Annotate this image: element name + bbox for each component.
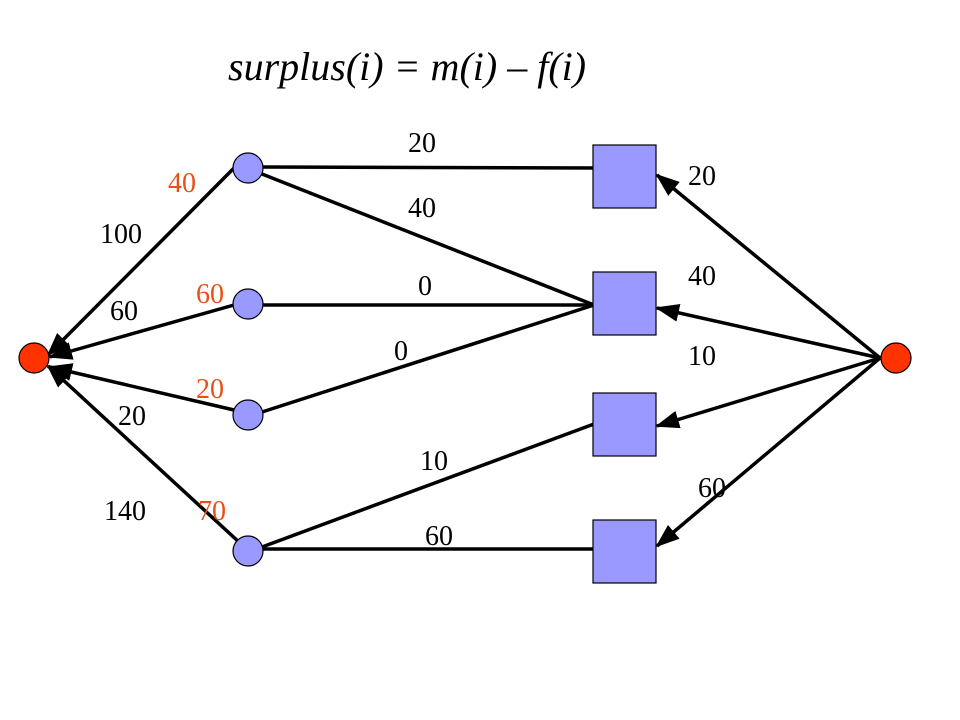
surplus-label-c4: 70: [198, 496, 226, 527]
surplus-label-c2: 60: [196, 279, 224, 310]
edge-c3-to-sink: [48, 363, 235, 412]
edge-c1-to-sink: [46, 164, 238, 357]
edge-c1-to-s2: [261, 172, 595, 307]
label-c4-sink: 140: [104, 496, 146, 527]
label-src-s3: 10: [688, 341, 716, 372]
left-node-4[interactable]: [232, 535, 264, 567]
label-c2-sink: 60: [110, 296, 138, 327]
label-src-s4: 60: [698, 473, 726, 504]
left-node-3[interactable]: [232, 399, 264, 431]
label-c4-s4: 60: [425, 521, 453, 552]
right-node-2[interactable]: [592, 271, 657, 336]
edge-src-to-s4: [655, 356, 882, 548]
label-src-s2: 40: [688, 261, 716, 292]
label-c2-s2: 0: [418, 271, 432, 302]
label-c3-sink: 20: [118, 401, 146, 432]
edge-src-to-s3: [655, 356, 881, 429]
right-node-3[interactable]: [592, 392, 657, 457]
label-c3-s2: 0: [394, 336, 408, 367]
edge-src-to-s2: [655, 304, 881, 360]
right-node-1[interactable]: [592, 144, 657, 209]
label-c1-s1: 20: [408, 128, 436, 159]
right-node-4[interactable]: [592, 519, 657, 584]
label-c4-s3: 10: [420, 446, 448, 477]
edge-c4-to-s3: [261, 422, 595, 549]
left-node-1[interactable]: [232, 152, 264, 184]
edge-c1-to-s1: [261, 165, 599, 170]
source-node-right[interactable]: [880, 342, 912, 374]
surplus-label-c3: 20: [196, 374, 224, 405]
label-src-s1: 20: [688, 161, 716, 192]
edge-src-to-s1: [655, 173, 882, 360]
diagram-title: surplus(i) = m(i) – f(i): [228, 44, 586, 89]
edge-c3-to-s2: [261, 303, 595, 414]
label-c1-s2: 40: [408, 193, 436, 224]
left-node-2[interactable]: [232, 288, 264, 320]
surplus-label-c1: 40: [168, 168, 196, 199]
label-c1-sink: 100: [100, 219, 142, 250]
edge-c4-to-sink: [46, 364, 242, 545]
sink-node-left[interactable]: [18, 342, 50, 374]
edge-c2-to-sink: [48, 303, 235, 360]
